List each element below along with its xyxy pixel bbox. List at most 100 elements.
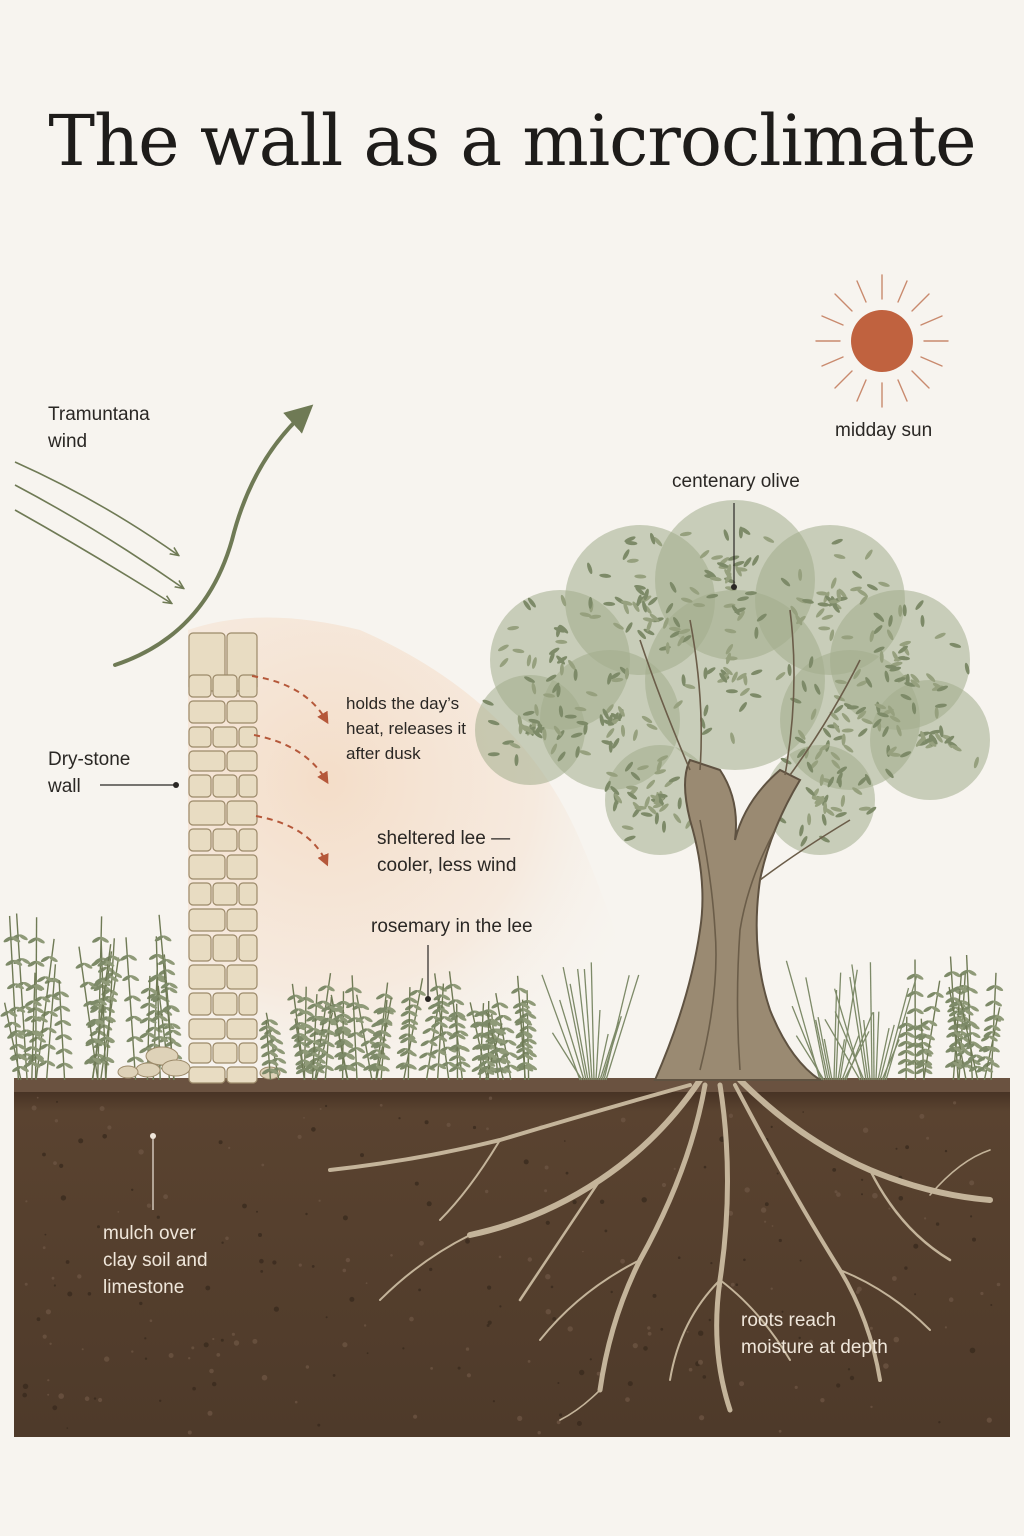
shrub-leaf: [953, 1046, 963, 1053]
olive-leaf: [579, 612, 592, 618]
soil-speck: [233, 1340, 240, 1346]
wall-stone: [212, 828, 238, 852]
olive-leaf: [818, 626, 831, 631]
olive-leaf: [841, 712, 851, 723]
olive-leaf: [531, 657, 537, 669]
soil-label: mulch over clay soil and limestone: [103, 1220, 208, 1301]
olive-leaf: [509, 742, 521, 749]
olive-leaf: [744, 591, 757, 596]
soil-speck: [794, 1317, 800, 1323]
shrub-leaf: [150, 994, 160, 1001]
wall-stone: [226, 800, 258, 826]
shrub-leaf: [36, 1056, 45, 1063]
soil-speck: [924, 1217, 927, 1220]
soil-speck: [192, 1386, 196, 1391]
olive-leaf: [829, 711, 839, 721]
olive-leaf: [815, 608, 825, 618]
soil-speck: [710, 1262, 713, 1265]
shrub-leaf: [995, 1014, 1005, 1021]
shrub-leaf: [38, 1016, 48, 1023]
shrub-stem: [341, 991, 345, 1081]
olive-leaf: [606, 728, 615, 738]
shrub-leaf: [17, 1043, 27, 1050]
soil-speck: [869, 1326, 873, 1330]
olive-leaf: [689, 586, 700, 595]
grass-blade: [576, 968, 591, 1081]
shrub-leaf: [368, 1049, 378, 1056]
heat-label-line-2: heat, releases it: [346, 719, 467, 738]
shrub-leaf: [524, 1042, 533, 1049]
olive-leaf: [614, 793, 623, 804]
wall-stone: [226, 1018, 258, 1040]
shrub-leaf: [408, 1010, 418, 1017]
grass-blade: [603, 975, 630, 1081]
wall-stone: [188, 828, 212, 852]
olive-leaf: [663, 617, 669, 629]
olive-leaf: [866, 584, 878, 591]
soil-speck: [599, 1199, 605, 1205]
soil-speck: [627, 1381, 633, 1387]
shrub-leaf: [948, 1010, 958, 1017]
soil-speck: [728, 1113, 734, 1119]
shrub-stem: [125, 937, 137, 1081]
shrub-leaf: [985, 1056, 995, 1063]
soil-speck: [191, 1346, 195, 1350]
soil-speck: [98, 1397, 103, 1403]
grass-blade: [824, 1018, 861, 1081]
olive-leaf: [719, 672, 728, 683]
olive-leaf: [627, 791, 638, 800]
soil-speck: [212, 1381, 217, 1387]
olive-leaf: [635, 587, 645, 596]
shrub-leaf: [360, 1004, 370, 1010]
shrub-leaf: [432, 1008, 442, 1015]
grass-blade: [605, 974, 640, 1081]
wall-stone: [188, 1018, 226, 1040]
shrub-leaf: [494, 1014, 504, 1021]
shrub-leaf: [897, 1068, 907, 1074]
soil-speck: [426, 1201, 432, 1207]
grass-blade: [833, 988, 863, 1081]
shrub-leaf: [162, 1006, 172, 1013]
shrub-leaf: [967, 1054, 977, 1061]
shrub-leaf: [55, 1048, 65, 1055]
soil-speck: [44, 1233, 47, 1236]
shrub-leaf: [268, 1042, 278, 1049]
shrub-leaf: [383, 1018, 393, 1025]
olive-leaf: [605, 704, 614, 714]
soil-speck: [22, 1392, 28, 1398]
soil-speck: [273, 1306, 279, 1312]
soil-speck: [390, 1254, 393, 1257]
soil-speck: [259, 1258, 264, 1264]
shrub-leaf: [334, 1038, 344, 1045]
shrub-leaf: [915, 1068, 925, 1075]
shrub-leaf: [63, 1048, 73, 1055]
olive-leaf: [542, 728, 547, 741]
shrub-leaf: [106, 1036, 115, 1043]
soil-speck: [760, 1207, 767, 1213]
shrub-leaf: [95, 1018, 105, 1025]
shrub-leaf: [307, 1003, 317, 1010]
soil-speck: [398, 1117, 401, 1120]
sun-label: midday sun: [835, 420, 933, 441]
olive-leaf: [885, 768, 894, 779]
shrub-leaf: [514, 1008, 524, 1015]
shrub-leaf: [160, 982, 170, 989]
olive-leaf: [557, 751, 566, 762]
grass-blade: [805, 977, 827, 1081]
shrub-leaf: [398, 1033, 408, 1040]
shrub-leaf: [339, 1064, 349, 1071]
olive-leaf: [617, 706, 625, 717]
shrub-leaf: [396, 1048, 406, 1054]
shrub-leaf: [976, 1066, 986, 1073]
shrub-leaf: [287, 994, 297, 1001]
soil-speck: [36, 1096, 39, 1099]
olive-leaf: [634, 584, 646, 590]
olive-leaf: [724, 628, 737, 634]
olive-leaf: [814, 795, 825, 804]
shrub-leaf: [47, 1027, 57, 1034]
soil-speck: [953, 1101, 957, 1105]
shrub-leaf: [470, 1021, 480, 1028]
soil-speck: [492, 1400, 495, 1403]
wall-stone: [238, 674, 258, 698]
shrub-leaf: [448, 1033, 458, 1040]
